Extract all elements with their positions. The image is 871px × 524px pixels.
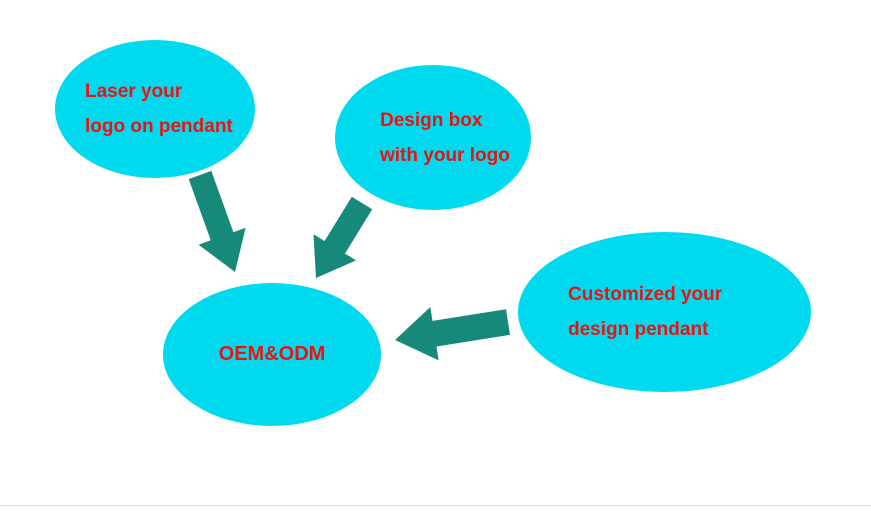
arrow-designbox-to-center-icon (313, 196, 373, 278)
node-design-box-line2: with your logo (380, 144, 510, 166)
node-oem-odm-label: OEM&ODM (218, 343, 326, 365)
node-laser-logo: Laser your logo on pendant (55, 40, 255, 178)
node-customized-pendant-line1: Customized your (568, 284, 723, 305)
node-laser-logo-line1: Laser your (85, 81, 183, 102)
node-design-box: Design box with your logo (335, 65, 531, 210)
node-design-box-text: Design box with your logo (335, 103, 510, 173)
node-laser-logo-line2: logo on pendant (85, 116, 233, 137)
arrow-laser-to-center-icon (188, 170, 246, 272)
node-customized-pendant: Customized your design pendant (518, 232, 811, 392)
node-oem-odm: OEM&ODM (163, 283, 381, 426)
arrow-customized-to-center-icon (395, 307, 510, 361)
node-customized-pendant-text: Customized your design pendant (518, 277, 722, 347)
node-laser-logo-text: Laser your logo on pendant (55, 74, 233, 144)
node-customized-pendant-line2: design pendant (568, 319, 709, 340)
bottom-divider (0, 505, 871, 506)
node-design-box-line1: Design box (380, 109, 483, 131)
